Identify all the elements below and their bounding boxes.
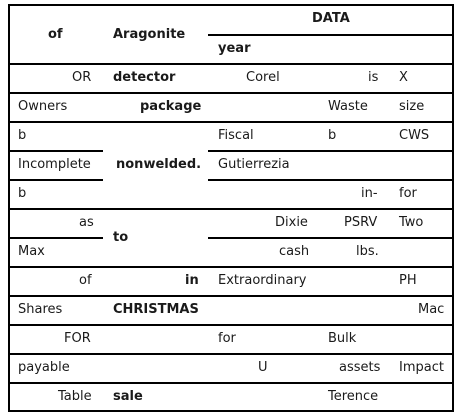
table-cell: OR [72,70,92,85]
table-cell: cash [279,244,310,259]
table-cell: for [218,331,236,346]
rule-row-9 [8,324,454,326]
table-cell: X [399,70,408,85]
rule-row-7 [8,266,454,268]
table-cell: CHRISTMAS [113,302,199,317]
table-cell: PH [399,273,417,288]
table-cell: Corel [246,70,280,85]
table-cell: Mac [418,302,445,317]
table-cell: nonwelded. [116,157,202,172]
table-cell: Waste [328,99,368,114]
rule-header-group [208,34,454,36]
table-cell: of [79,273,92,288]
table-cell: as [79,215,94,230]
table-cell: assets [339,360,381,375]
table-cell: Max [18,244,45,259]
table-cell: Fiscal [218,128,254,143]
table-cell: for [399,186,417,201]
table-cell: b [328,128,337,143]
rule-row-11 [8,382,454,384]
table-cell: Impact [399,360,444,375]
header-col2: Aragonite [113,27,186,42]
table-cell: package [140,99,202,114]
table-cell: Table [58,389,92,404]
header-sub: year [218,41,251,56]
table-cell: sale [113,389,143,404]
rule-row-5 [8,208,454,210]
table-cell: in [185,273,199,288]
table-cell: Dixie [275,215,308,230]
table-cell: in- [361,186,378,201]
table-cell: Two [399,215,424,230]
table-cell: b [18,186,27,201]
header-col1: of [48,27,63,42]
rule-row-6-left [8,237,103,239]
table-cell: CWS [399,128,430,143]
table-cell: is [368,70,379,85]
rule-row-8 [8,295,454,297]
table-cell: Terence [328,389,379,404]
rule-header-bottom [8,63,454,65]
table-cell: Bulk [328,331,357,346]
table-cell: size [399,99,425,114]
rule-row-6-right [208,237,454,239]
rule-row-1 [8,92,454,94]
table-cell: b [18,128,27,143]
table-cell: Shares [18,302,63,317]
table-cell: PSRV [344,215,378,230]
table-cell: Owners [18,99,68,114]
table-cell: detector [113,70,176,85]
header-group: DATA [312,11,350,26]
rule-row-4-left [8,179,103,181]
table-cell: U [258,360,268,375]
rule-row-10 [8,353,454,355]
table-cell: Incomplete [18,157,91,172]
table-cell: payable [18,360,70,375]
rule-row-3-right [208,150,454,152]
table-cell: lbs. [356,244,379,259]
table-cell: Extraordinary [218,273,307,288]
table-cell: to [113,230,129,245]
table-cell: FOR [64,331,91,346]
table-cell: Gutierrezia [218,157,290,172]
rule-row-2 [8,121,454,123]
rule-row-4-right [208,179,454,181]
rule-row-3-left [8,150,103,152]
